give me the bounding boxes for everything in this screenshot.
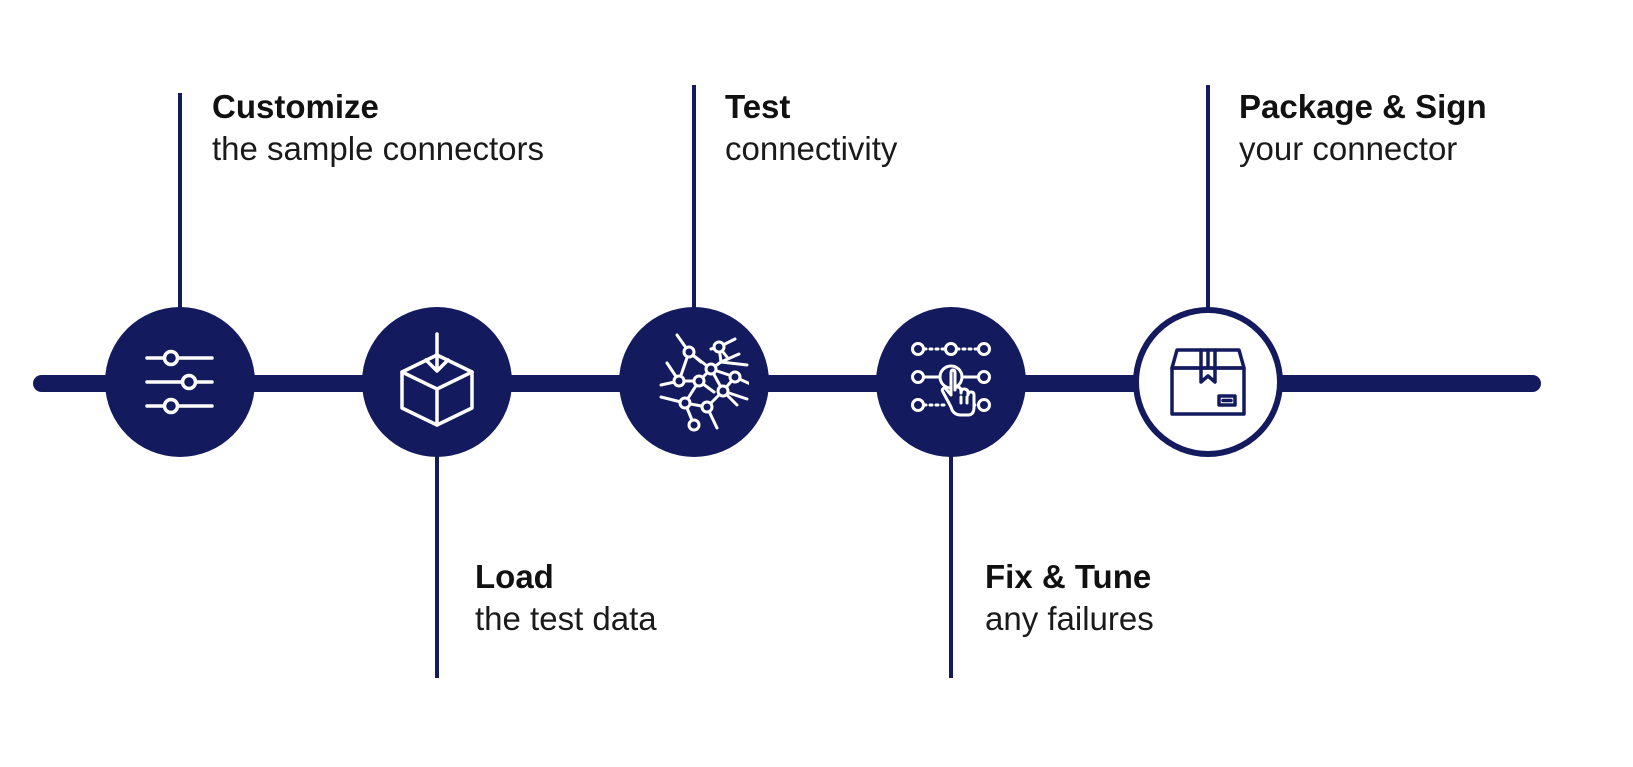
- step-label-fix-tune: Fix & Tune any failures: [985, 556, 1154, 640]
- step-subtitle: the test data: [475, 600, 657, 637]
- connector-package-sign: [1206, 85, 1210, 313]
- step-subtitle: connectivity: [725, 130, 898, 167]
- step-node-load: [362, 307, 512, 457]
- step-node-package-sign: [1133, 307, 1283, 457]
- step-label-load: Load the test data: [475, 556, 657, 640]
- step-subtitle: the sample connectors: [212, 130, 545, 167]
- box-download-icon: [395, 332, 479, 432]
- step-title: Customize: [212, 88, 379, 125]
- step-title: Package & Sign: [1239, 88, 1487, 125]
- step-subtitle: your connector: [1239, 130, 1458, 167]
- package-icon: [1168, 346, 1248, 418]
- sliders-icon: [140, 342, 220, 422]
- step-title: Test: [725, 88, 791, 125]
- step-node-fix-tune: [876, 307, 1026, 457]
- timeline-bar: [33, 375, 1541, 392]
- step-label-package-sign: Package & Sign your connector: [1239, 86, 1487, 170]
- step-subtitle: any failures: [985, 600, 1154, 637]
- connector-customize: [178, 93, 182, 313]
- step-label-test: Test connectivity: [725, 86, 897, 170]
- network-icon: [639, 327, 749, 437]
- connector-test: [692, 85, 696, 313]
- node-grid-pointer-icon: [906, 337, 996, 427]
- step-label-customize: Customize the sample connectors: [212, 86, 544, 170]
- step-node-customize: [105, 307, 255, 457]
- connector-load: [435, 450, 439, 678]
- step-title: Load: [475, 558, 554, 595]
- connector-fix-tune: [949, 450, 953, 678]
- step-node-test: [619, 307, 769, 457]
- step-title: Fix & Tune: [985, 558, 1152, 595]
